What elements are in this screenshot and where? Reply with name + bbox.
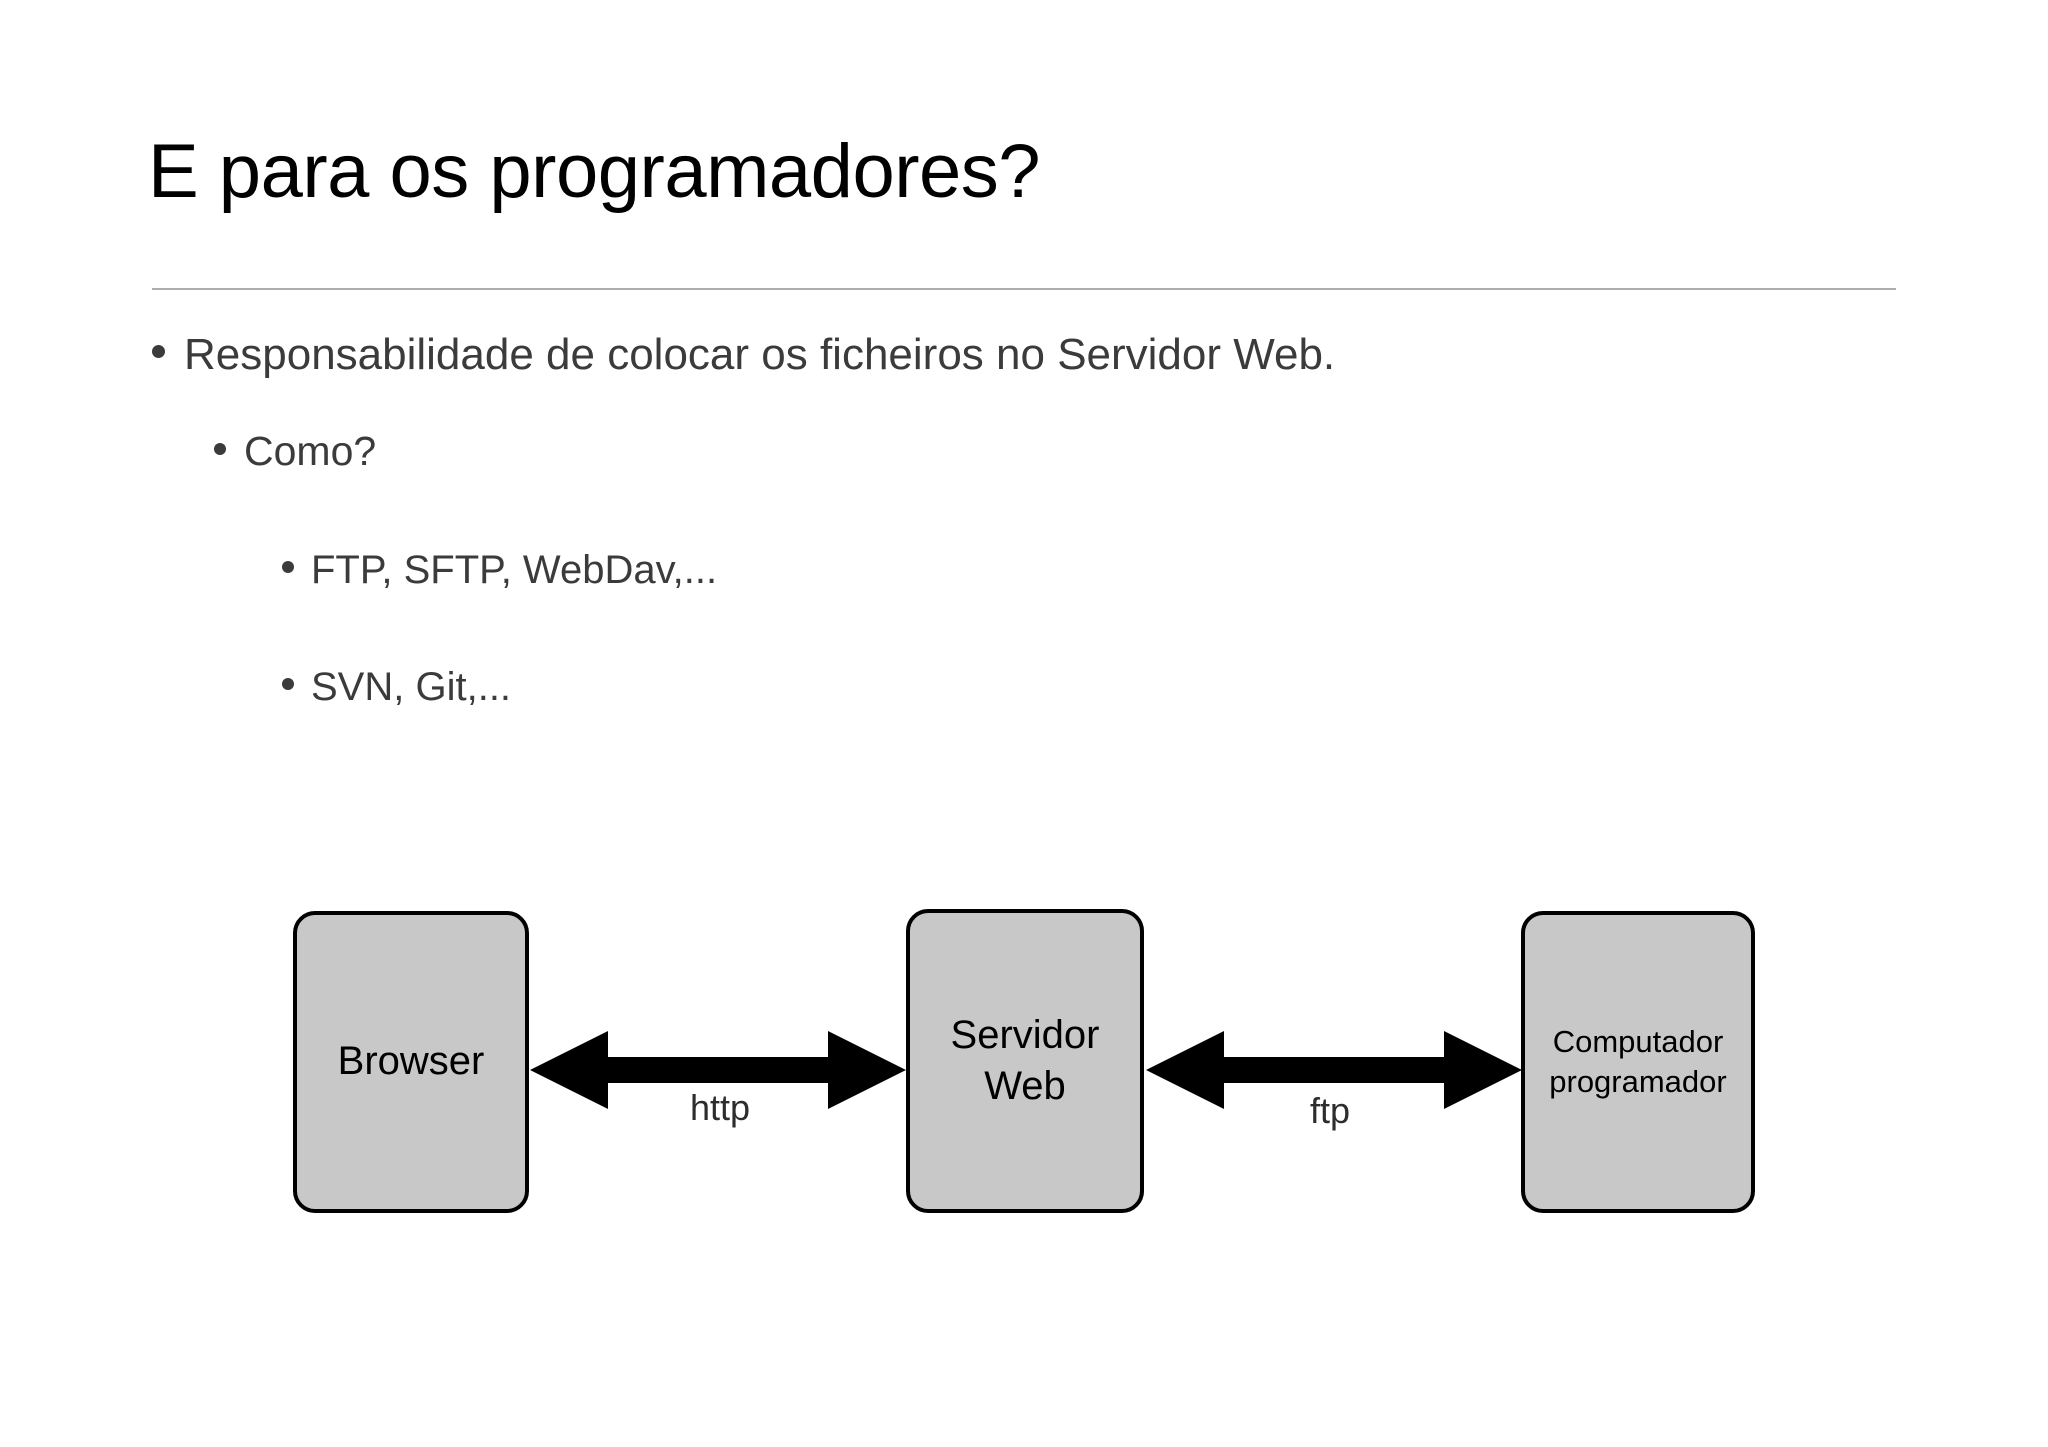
list-item: Responsabilidade de colocar os ficheiros…	[152, 330, 1335, 380]
list-item-label: FTP, SFTP, WebDav,...	[311, 548, 718, 592]
diagram-node-programmer: Computador programador	[1521, 911, 1755, 1213]
diagram-node-browser: Browser	[293, 911, 529, 1213]
bullet-dot-icon	[282, 561, 294, 573]
list-item: SVN, Git,...	[282, 665, 511, 710]
double-arrow-ftp-icon	[1146, 1031, 1522, 1109]
diagram-node-label: Servidor Web	[950, 1012, 1100, 1108]
bullet-dot-icon	[214, 443, 226, 455]
page-title: E para os programadores?	[148, 129, 1041, 214]
connection-label-ftp: ftp	[1309, 1090, 1351, 1131]
diagram-node-label: Computador programador	[1549, 1024, 1727, 1099]
title-divider	[152, 288, 1896, 290]
connection-label-http: http	[689, 1087, 751, 1128]
list-item: Como?	[214, 428, 376, 475]
double-arrow-http-icon	[530, 1031, 906, 1109]
bullet-dot-icon	[282, 678, 294, 690]
diagram-node-server: Servidor Web	[906, 909, 1144, 1213]
list-item-label: Responsabilidade de colocar os ficheiros…	[184, 330, 1336, 379]
diagram-node-label: Browser	[337, 1039, 485, 1084]
list-item: FTP, SFTP, WebDav,...	[282, 548, 717, 593]
bullet-dot-icon	[152, 345, 165, 358]
list-item-label: Como?	[244, 428, 377, 474]
list-item-label: SVN, Git,...	[311, 665, 512, 709]
